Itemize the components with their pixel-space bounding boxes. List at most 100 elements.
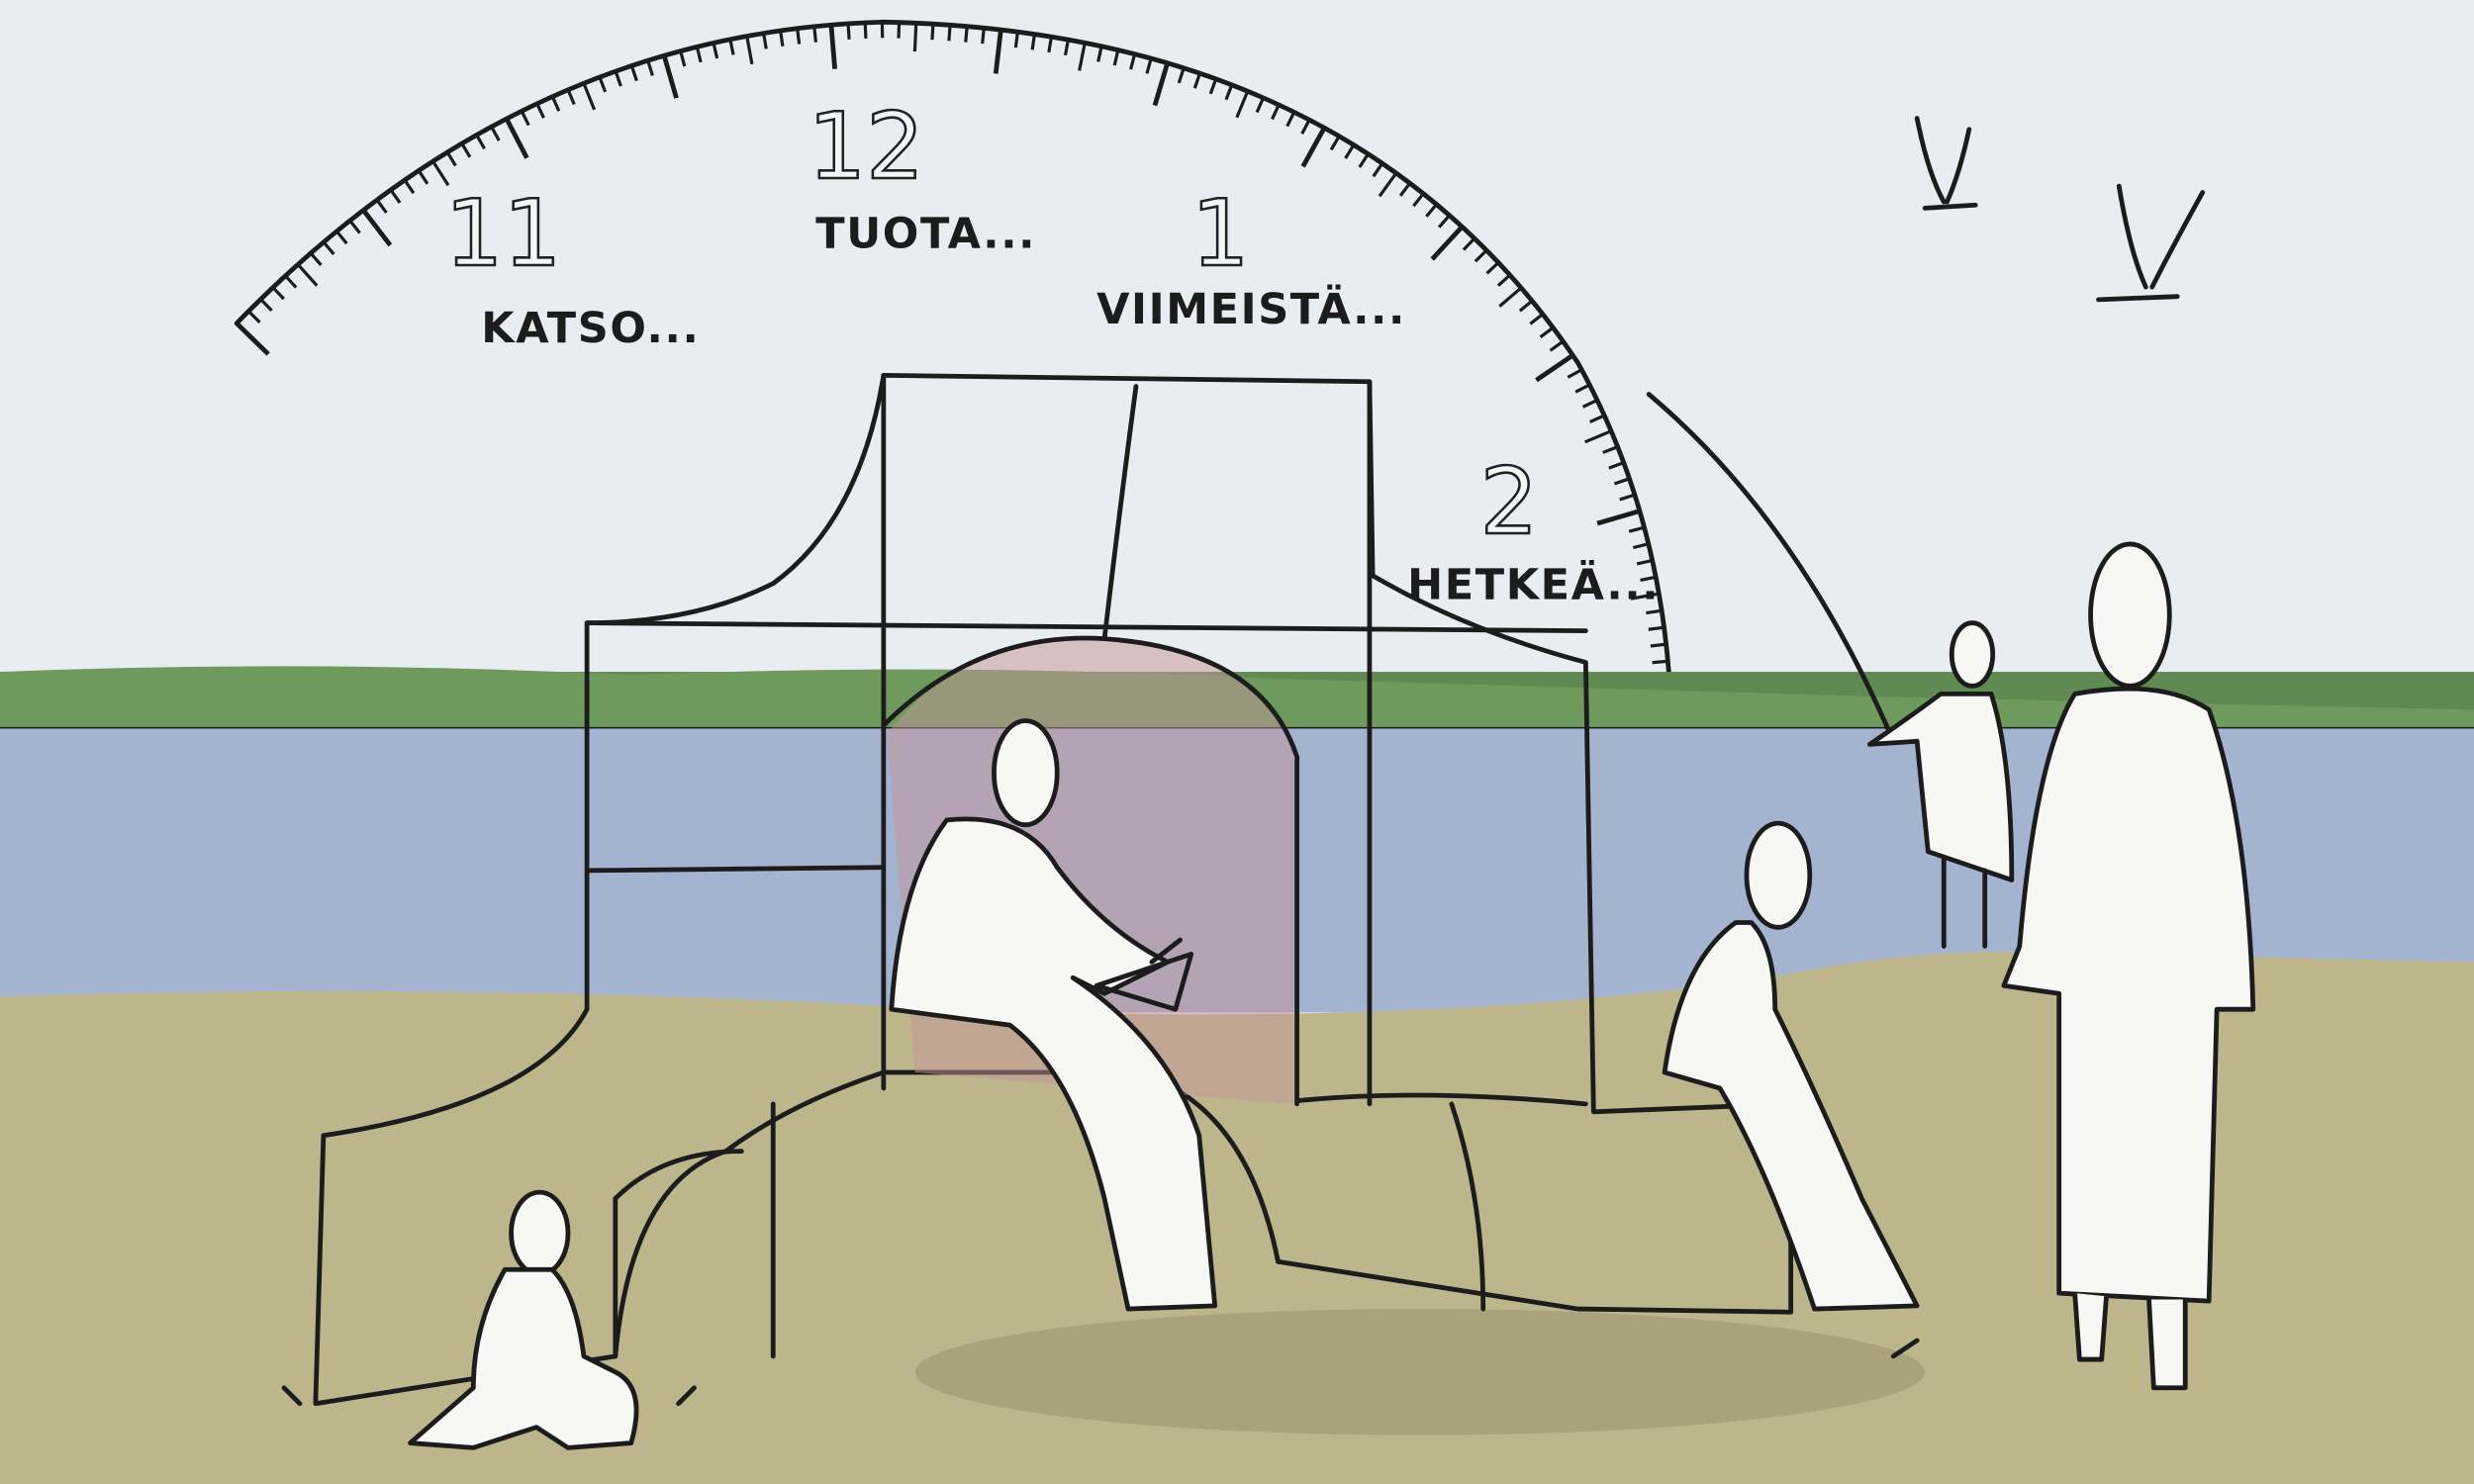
clock-tick xyxy=(1584,429,1612,444)
clock-tick xyxy=(247,310,261,324)
clock-tick xyxy=(504,117,529,159)
clock-tick xyxy=(1358,152,1370,168)
clock-tick xyxy=(490,126,501,141)
clock-tick xyxy=(1063,39,1070,56)
clock-tick xyxy=(1378,172,1398,198)
clock-tick xyxy=(863,22,868,39)
clock-tick xyxy=(1498,286,1523,308)
clock-tick xyxy=(550,95,561,112)
clock-tick xyxy=(271,286,285,301)
clock-tick xyxy=(431,160,450,187)
fishing-rod xyxy=(1646,392,1896,744)
clock-tick xyxy=(1372,162,1384,178)
caption-viimeista: VIIMEISTÄ... xyxy=(1096,284,1406,334)
child-sitting xyxy=(408,1189,639,1450)
clock-tick xyxy=(235,322,270,356)
person-sitting-right xyxy=(1662,820,1920,1312)
clock-tick xyxy=(475,134,486,150)
clock-tick xyxy=(1192,72,1201,89)
clock-tick xyxy=(1152,62,1170,107)
clock-tick xyxy=(828,25,838,69)
clock-tick xyxy=(348,219,361,234)
clock-number-1: 1 xyxy=(1191,180,1250,287)
bird-icon xyxy=(2096,183,2206,303)
clock-tick xyxy=(1636,558,1654,566)
clock-tick xyxy=(1602,445,1619,454)
clock-tick xyxy=(1145,57,1153,74)
clock-tick xyxy=(1224,84,1234,101)
clock-tick xyxy=(1078,42,1087,71)
clock-tick xyxy=(1650,642,1666,648)
clock-number-12: 12 xyxy=(808,93,924,200)
clock-tick xyxy=(403,179,416,195)
grass-tufts xyxy=(281,1338,1920,1407)
clock-tick xyxy=(1619,493,1636,502)
clock-tick xyxy=(1462,236,1476,251)
clock-tick xyxy=(1255,97,1266,114)
clock-tick xyxy=(1344,143,1356,159)
clock-tick xyxy=(1096,46,1103,62)
clock-tick xyxy=(1398,182,1411,197)
clock-tick xyxy=(1425,203,1438,218)
clock-tick xyxy=(1628,525,1645,533)
clock-tick xyxy=(846,23,851,40)
clock-tick xyxy=(566,89,576,106)
clock-tick xyxy=(1574,383,1591,394)
bird-icon xyxy=(1914,116,1978,211)
clock-tick xyxy=(964,26,969,43)
clock-tick xyxy=(1300,119,1311,135)
clock-tick xyxy=(661,54,679,99)
clock-tick xyxy=(1430,225,1465,261)
clock-tick xyxy=(1013,32,1020,48)
clock-tick xyxy=(1412,192,1425,208)
clock-tick xyxy=(1474,248,1488,263)
clock-tick xyxy=(1632,542,1650,550)
clock-tick xyxy=(1300,127,1327,168)
clock-tick xyxy=(981,28,986,45)
clock-tick xyxy=(993,29,1003,74)
clock-tick xyxy=(296,263,319,287)
clock-tick xyxy=(284,274,298,289)
clock-tick xyxy=(912,23,918,52)
clock-tick xyxy=(728,39,735,55)
clock-tick xyxy=(1640,575,1657,582)
clock-ticks xyxy=(235,22,1668,665)
clock-tick xyxy=(1539,325,1555,338)
clock-tick xyxy=(897,22,902,39)
clock-tick xyxy=(614,70,622,87)
clock-tick xyxy=(745,36,754,65)
clock-tick xyxy=(598,76,608,93)
caption-tuota: TUOTA... xyxy=(815,209,1036,258)
clock-tick xyxy=(1567,368,1583,379)
clock-tick xyxy=(629,64,638,82)
clock-tick xyxy=(1613,477,1631,486)
clock-tick xyxy=(1208,78,1218,95)
clock-tick xyxy=(309,251,323,266)
clock-tick xyxy=(1485,261,1500,275)
clock-tick xyxy=(1581,398,1598,409)
clock-tick xyxy=(389,189,402,204)
clock-tick xyxy=(679,50,687,67)
clock-dial: 11 12 1 2 KATSO... TUOTA... VIIMEISTÄ...… xyxy=(234,19,1672,681)
clock-tick xyxy=(1285,111,1296,128)
clock-tick xyxy=(1329,135,1341,151)
clock-tick xyxy=(259,298,273,313)
clock-tick xyxy=(1608,461,1625,470)
clock-tick xyxy=(812,26,818,43)
person-fishing xyxy=(1866,620,2015,949)
clock-tick xyxy=(1112,49,1120,66)
shadow xyxy=(914,1309,1926,1436)
clock-tick xyxy=(460,142,472,158)
clock-tick xyxy=(445,151,457,167)
clock-tick xyxy=(535,103,545,119)
clock-tick xyxy=(335,230,348,245)
clock-tick xyxy=(322,240,335,255)
clock-tick xyxy=(1129,53,1137,70)
clock-tick xyxy=(1630,592,1660,601)
clock-tick xyxy=(1648,625,1665,631)
clock-tick xyxy=(1235,90,1250,119)
clock-tick xyxy=(1596,509,1641,526)
person-sitting-writing xyxy=(889,718,1218,1312)
clock-tick xyxy=(712,43,719,59)
clock-tick xyxy=(1652,659,1668,665)
